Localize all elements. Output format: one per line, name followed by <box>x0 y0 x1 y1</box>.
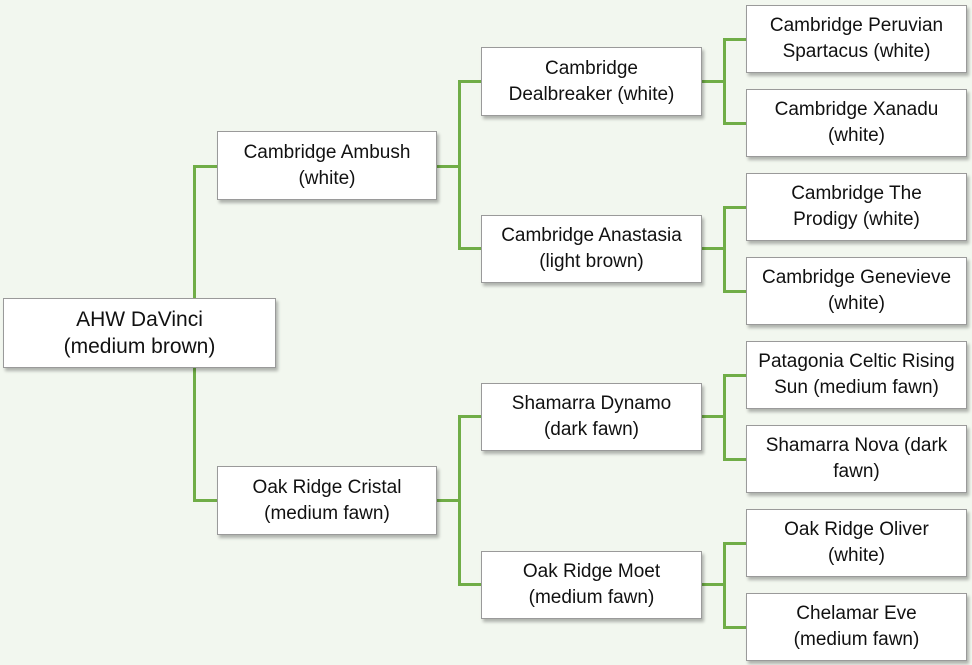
connector-line <box>458 247 481 250</box>
connector-line <box>437 499 459 502</box>
maternal-granddam-node: Oak Ridge Moet (medium fawn) <box>481 551 702 619</box>
great-grandparent-node: Cambridge The Prodigy (white) <box>746 173 967 241</box>
connector-line <box>723 38 746 41</box>
connector-line <box>723 38 726 124</box>
dam-label: Oak Ridge Cristal (medium fawn) <box>252 476 402 524</box>
connector-line <box>702 583 724 586</box>
great-grandparent-label: Cambridge Peruvian Spartacus (white) <box>769 15 944 62</box>
connector-line <box>723 458 746 461</box>
maternal-grandsire-label: Shamarra Dynamo (dark fawn) <box>511 393 672 440</box>
sire-node: Cambridge Ambush (white) <box>217 131 437 200</box>
great-grandparent-label: Cambridge Genevieve (white) <box>761 267 952 314</box>
great-grandparent-label: Cambridge Xanadu (white) <box>774 99 939 146</box>
connector-line <box>723 290 746 293</box>
connector-line <box>458 80 481 83</box>
paternal-grandsire-label: Cambridge Dealbreaker (white) <box>508 57 675 105</box>
connector-line <box>723 122 746 125</box>
great-grandparent-node: Chelamar Eve (medium fawn) <box>746 593 967 661</box>
great-grandparent-label: Chelamar Eve (medium fawn) <box>793 603 920 650</box>
connector-line <box>723 374 746 377</box>
connector-line <box>723 374 726 460</box>
connector-line <box>458 80 461 249</box>
connector-line <box>458 415 461 585</box>
great-grandparent-label: Shamarra Nova (dark fawn) <box>765 435 948 482</box>
great-grandparent-node: Shamarra Nova (dark fawn) <box>746 425 967 493</box>
connector-line <box>702 415 724 418</box>
root-animal-node: AHW DaVinci (medium brown) <box>3 298 276 368</box>
connector-line <box>723 206 746 209</box>
great-grandparent-node: Cambridge Genevieve (white) <box>746 257 967 325</box>
paternal-granddam-node: Cambridge Anastasia (light brown) <box>481 215 702 283</box>
connector-line <box>458 583 481 586</box>
connector-line <box>702 247 724 250</box>
great-grandparent-label: Cambridge The Prodigy (white) <box>791 183 922 230</box>
great-grandparent-label: Patagonia Celtic Rising Sun (medium fawn… <box>758 351 955 398</box>
root-animal-label: AHW DaVinci (medium brown) <box>63 308 216 358</box>
connector-line <box>437 165 459 168</box>
great-grandparent-node: Patagonia Celtic Rising Sun (medium fawn… <box>746 341 967 409</box>
connector-line <box>723 542 726 628</box>
connector-line <box>723 206 726 292</box>
paternal-granddam-label: Cambridge Anastasia (light brown) <box>501 225 682 272</box>
connector-line <box>723 542 746 545</box>
connector-line <box>193 499 218 502</box>
connector-line <box>193 165 218 168</box>
connector-line <box>702 80 724 83</box>
great-grandparent-label: Oak Ridge Oliver (white) <box>784 519 929 566</box>
connector-line <box>723 626 746 629</box>
maternal-granddam-label: Oak Ridge Moet (medium fawn) <box>522 561 661 608</box>
paternal-grandsire-node: Cambridge Dealbreaker (white) <box>481 47 702 116</box>
dam-node: Oak Ridge Cristal (medium fawn) <box>217 466 437 535</box>
great-grandparent-node: Cambridge Peruvian Spartacus (white) <box>746 5 967 73</box>
maternal-grandsire-node: Shamarra Dynamo (dark fawn) <box>481 383 702 451</box>
connector-line <box>458 415 481 418</box>
sire-label: Cambridge Ambush (white) <box>243 141 411 189</box>
great-grandparent-node: Cambridge Xanadu (white) <box>746 89 967 157</box>
great-grandparent-node: Oak Ridge Oliver (white) <box>746 509 967 577</box>
